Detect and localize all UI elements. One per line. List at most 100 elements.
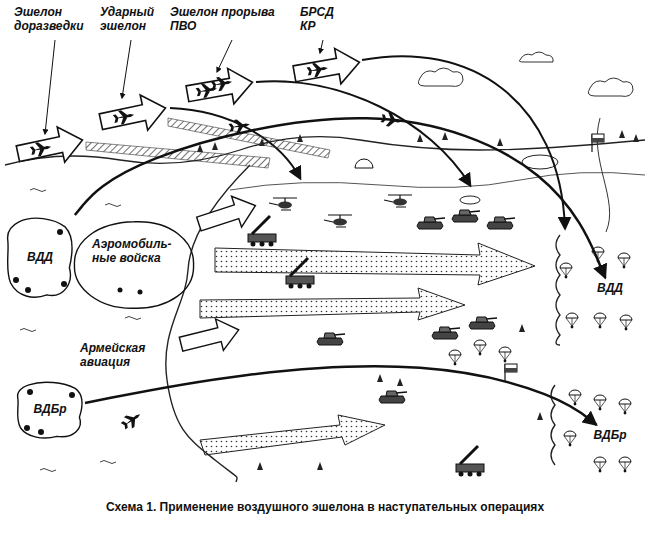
block-arrow [291, 45, 362, 92]
offensive-band [200, 415, 385, 455]
unit-dot [61, 281, 67, 287]
flag [592, 134, 604, 152]
sea-wave [30, 189, 46, 192]
sea-wave [20, 329, 36, 332]
landing-force-name: ВДБр [588, 429, 632, 443]
tank [417, 217, 445, 229]
parachute [560, 263, 572, 278]
force-name: ВДБр [21, 403, 79, 417]
tree [442, 132, 448, 140]
fire-band [86, 142, 270, 168]
cloud [519, 52, 553, 62]
parachute [618, 253, 630, 268]
helicopter [324, 215, 352, 227]
leader-line [45, 40, 55, 134]
parachute [499, 347, 511, 362]
tank [452, 210, 480, 222]
echelon-name: Ударный эшелон [100, 6, 164, 34]
flag [505, 364, 517, 382]
landing-zone-label: ВДБр [585, 425, 635, 447]
sea-wave [125, 317, 141, 320]
unit-dot [38, 429, 44, 435]
airborne-division-area: ВДД [5, 215, 75, 300]
area-outline-path [8, 218, 72, 297]
radar-dome [355, 159, 373, 168]
echelon-name: Эшелон доразведки [14, 6, 98, 34]
parachute [594, 395, 606, 410]
missile-launcher [248, 216, 276, 247]
block-arrow [97, 90, 169, 139]
parachute [594, 457, 606, 472]
figure-caption: Схема 1. Применение воздушного эшелона в… [0, 500, 650, 514]
parachute [620, 315, 632, 330]
parachute [619, 399, 631, 414]
tree [297, 134, 303, 142]
tank [379, 391, 407, 403]
sea-wave [100, 461, 116, 464]
lake [460, 196, 480, 204]
tank [317, 333, 345, 345]
block-arrow [177, 314, 242, 360]
cloud [588, 78, 633, 96]
echelon-name: БРСД КР [300, 6, 346, 34]
leader-line [122, 40, 131, 98]
helicopter [384, 195, 412, 207]
aircraft [29, 140, 52, 158]
unit-dot [13, 277, 19, 283]
leader-line [217, 40, 232, 72]
airborne-brigade-area: ВДБр [15, 380, 85, 440]
parachute [569, 390, 581, 405]
tree [257, 462, 263, 470]
unit-dot [24, 425, 30, 431]
sea-wave [40, 469, 56, 472]
force-name: Армейская авиация [80, 342, 160, 370]
tree [619, 130, 625, 138]
leader-line [320, 40, 323, 53]
aircraft [119, 409, 144, 433]
echelon-label: Ударный эшелон [100, 4, 164, 38]
unit-dot [57, 229, 63, 235]
unit-dot [138, 290, 143, 295]
tree [377, 374, 383, 382]
aviation-arrow [177, 314, 242, 360]
tree [397, 378, 403, 386]
force-name: Аэромобиль- ные войска [92, 238, 176, 266]
parachute [566, 313, 578, 328]
echelon-label: Эшелон доразведки [14, 4, 98, 38]
airmobile-arrow [194, 190, 261, 239]
tank [469, 317, 497, 329]
air-defence-breakthrough-arrow [184, 65, 255, 112]
tank [487, 217, 515, 229]
tree [633, 134, 639, 142]
offensive-band [200, 288, 465, 320]
airborne-landing-route [75, 118, 606, 278]
aircraft [306, 61, 329, 78]
fire-band [168, 118, 330, 158]
reconnaissance-echelon-arrow [14, 122, 86, 171]
unit-dot [27, 389, 33, 395]
parachute [474, 340, 486, 355]
strike-arc [362, 56, 565, 228]
parachute [449, 350, 461, 365]
tree [317, 462, 323, 470]
sea-wave [105, 204, 121, 207]
parachute [564, 431, 576, 446]
echelon-label: Эшелон прорыва ПВО [170, 4, 296, 38]
army-aviation-label: Армейская авиация [78, 340, 162, 374]
aircraft [210, 75, 233, 92]
tree [519, 324, 525, 332]
aircraft [112, 108, 135, 126]
area-outline-path [18, 382, 82, 438]
echelon-name: Эшелон прорыва ПВО [170, 6, 296, 34]
block-arrow [184, 65, 255, 112]
aircraft-symbol [119, 409, 144, 433]
missile-echelon-arrow [291, 45, 362, 92]
airmobile-troops-area: Аэромобиль- ные войска [88, 232, 180, 298]
airborne-landing-route [85, 366, 597, 425]
tree [212, 142, 218, 150]
cloud [418, 68, 463, 86]
